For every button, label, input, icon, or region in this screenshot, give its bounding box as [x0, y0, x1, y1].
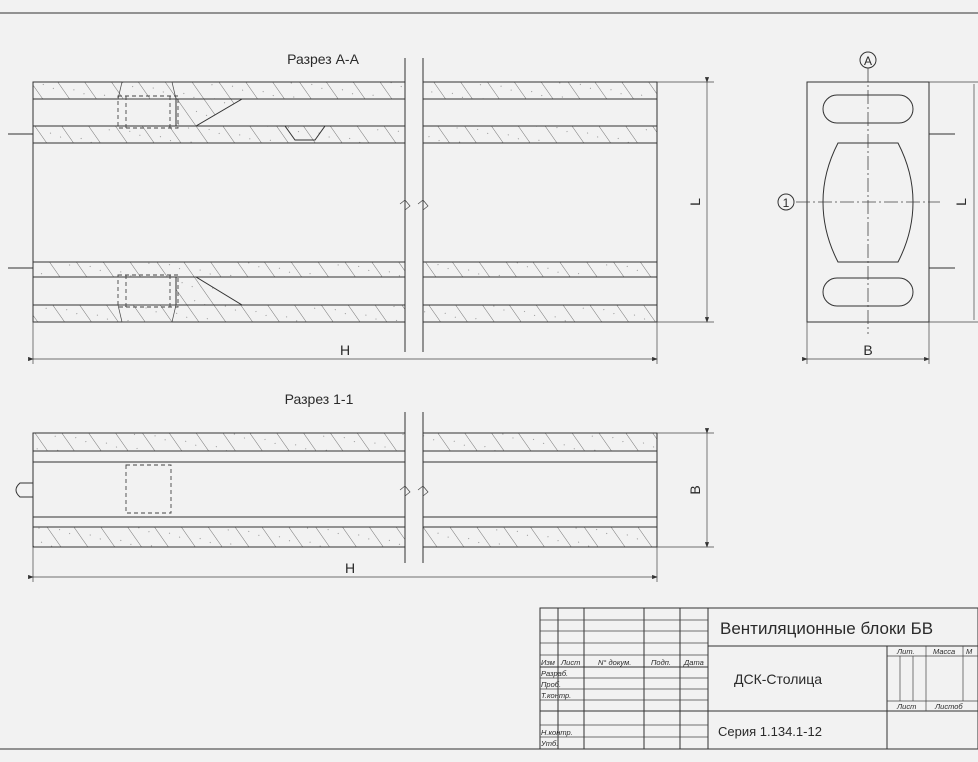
header-doc: N° докум.: [598, 658, 631, 667]
role-prob: Проб.: [541, 680, 561, 689]
section-aa-title: Разрез А-А: [287, 51, 359, 67]
header-sign: Подп.: [651, 658, 671, 667]
section-aa-dim-l: L: [687, 198, 703, 206]
section-aa-dim-h: H: [340, 342, 350, 358]
header-izm: Изм: [541, 658, 555, 667]
col-sheet: Лист: [896, 702, 916, 711]
header-date: Дата: [683, 658, 704, 667]
side-view-dim-b: B: [863, 342, 872, 358]
section-11: Разрез 1-1 H B: [15, 391, 714, 582]
col-lit: Лит.: [896, 647, 915, 656]
axis-letter-label: А: [864, 54, 872, 68]
role-tkontr: Т.контр.: [541, 691, 571, 700]
header-list: Лист: [560, 658, 580, 667]
col-scale: М: [966, 647, 973, 656]
section-aa: Разрез А-А: [8, 51, 714, 364]
role-nkontr: Н.контр.: [541, 728, 573, 737]
title-block-organization: ДСК-Столица: [734, 671, 822, 687]
col-mass: Масса: [933, 647, 955, 656]
role-razrab: Разраб.: [541, 669, 568, 678]
sheet-frame: [0, 12, 978, 750]
section-11-dim-b: B: [687, 485, 703, 494]
title-block: Вентиляционные блоки БВ ДСК-Столица Сери…: [539, 607, 978, 750]
col-sheets: Листоб: [934, 702, 963, 711]
title-block-name: Вентиляционные блоки БВ: [720, 619, 933, 638]
side-view: А 1 B L: [777, 51, 978, 364]
section-11-dim-h: H: [345, 560, 355, 576]
role-utb: Утб.: [540, 739, 558, 748]
axis-number-label: 1: [783, 196, 790, 210]
side-view-dim-l: L: [953, 198, 969, 206]
section-11-title: Разрез 1-1: [285, 391, 354, 407]
title-block-series: Серия 1.134.1-12: [718, 724, 822, 739]
